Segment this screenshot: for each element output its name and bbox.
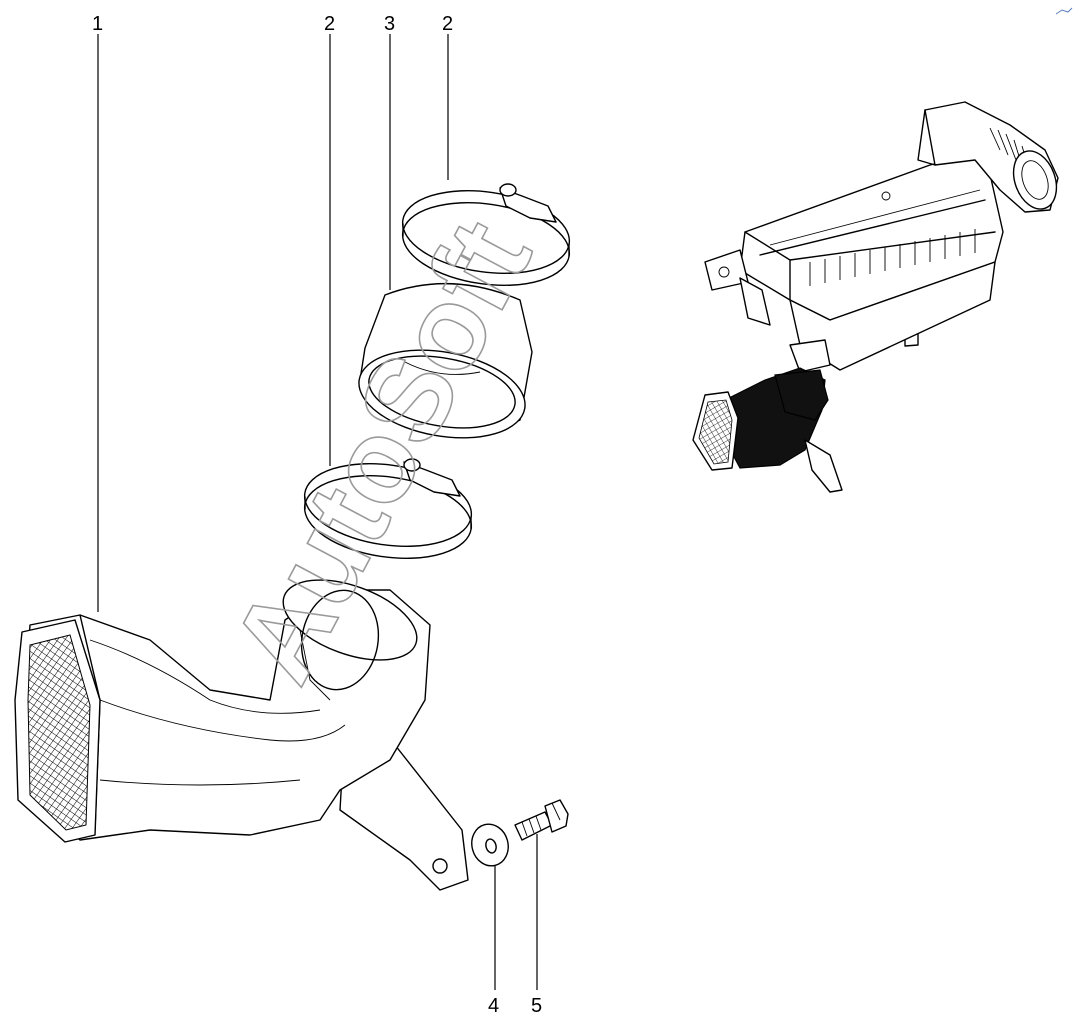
assembled-air-duct-highlight: [692, 367, 843, 493]
callout-part-1: 1: [92, 13, 103, 35]
air-intake-duct: [14, 579, 469, 891]
bolt: [514, 799, 569, 841]
callout-part-2-right: 2: [442, 13, 453, 35]
rubber-sleeve: [358, 283, 533, 439]
callout-part-4: 4: [488, 995, 499, 1017]
callout-part-3: 3: [384, 13, 395, 35]
callout-part-5: 5: [531, 995, 542, 1017]
hose-clamp-lower: [303, 458, 473, 559]
leader-lines: [97, 34, 538, 990]
air-filter-housing-assembly: [704, 101, 1059, 373]
hose-clamp-upper: [401, 183, 571, 286]
corner-mark: [1055, 7, 1073, 15]
callout-part-2-middle: 2: [324, 13, 335, 35]
washer: [471, 823, 509, 867]
